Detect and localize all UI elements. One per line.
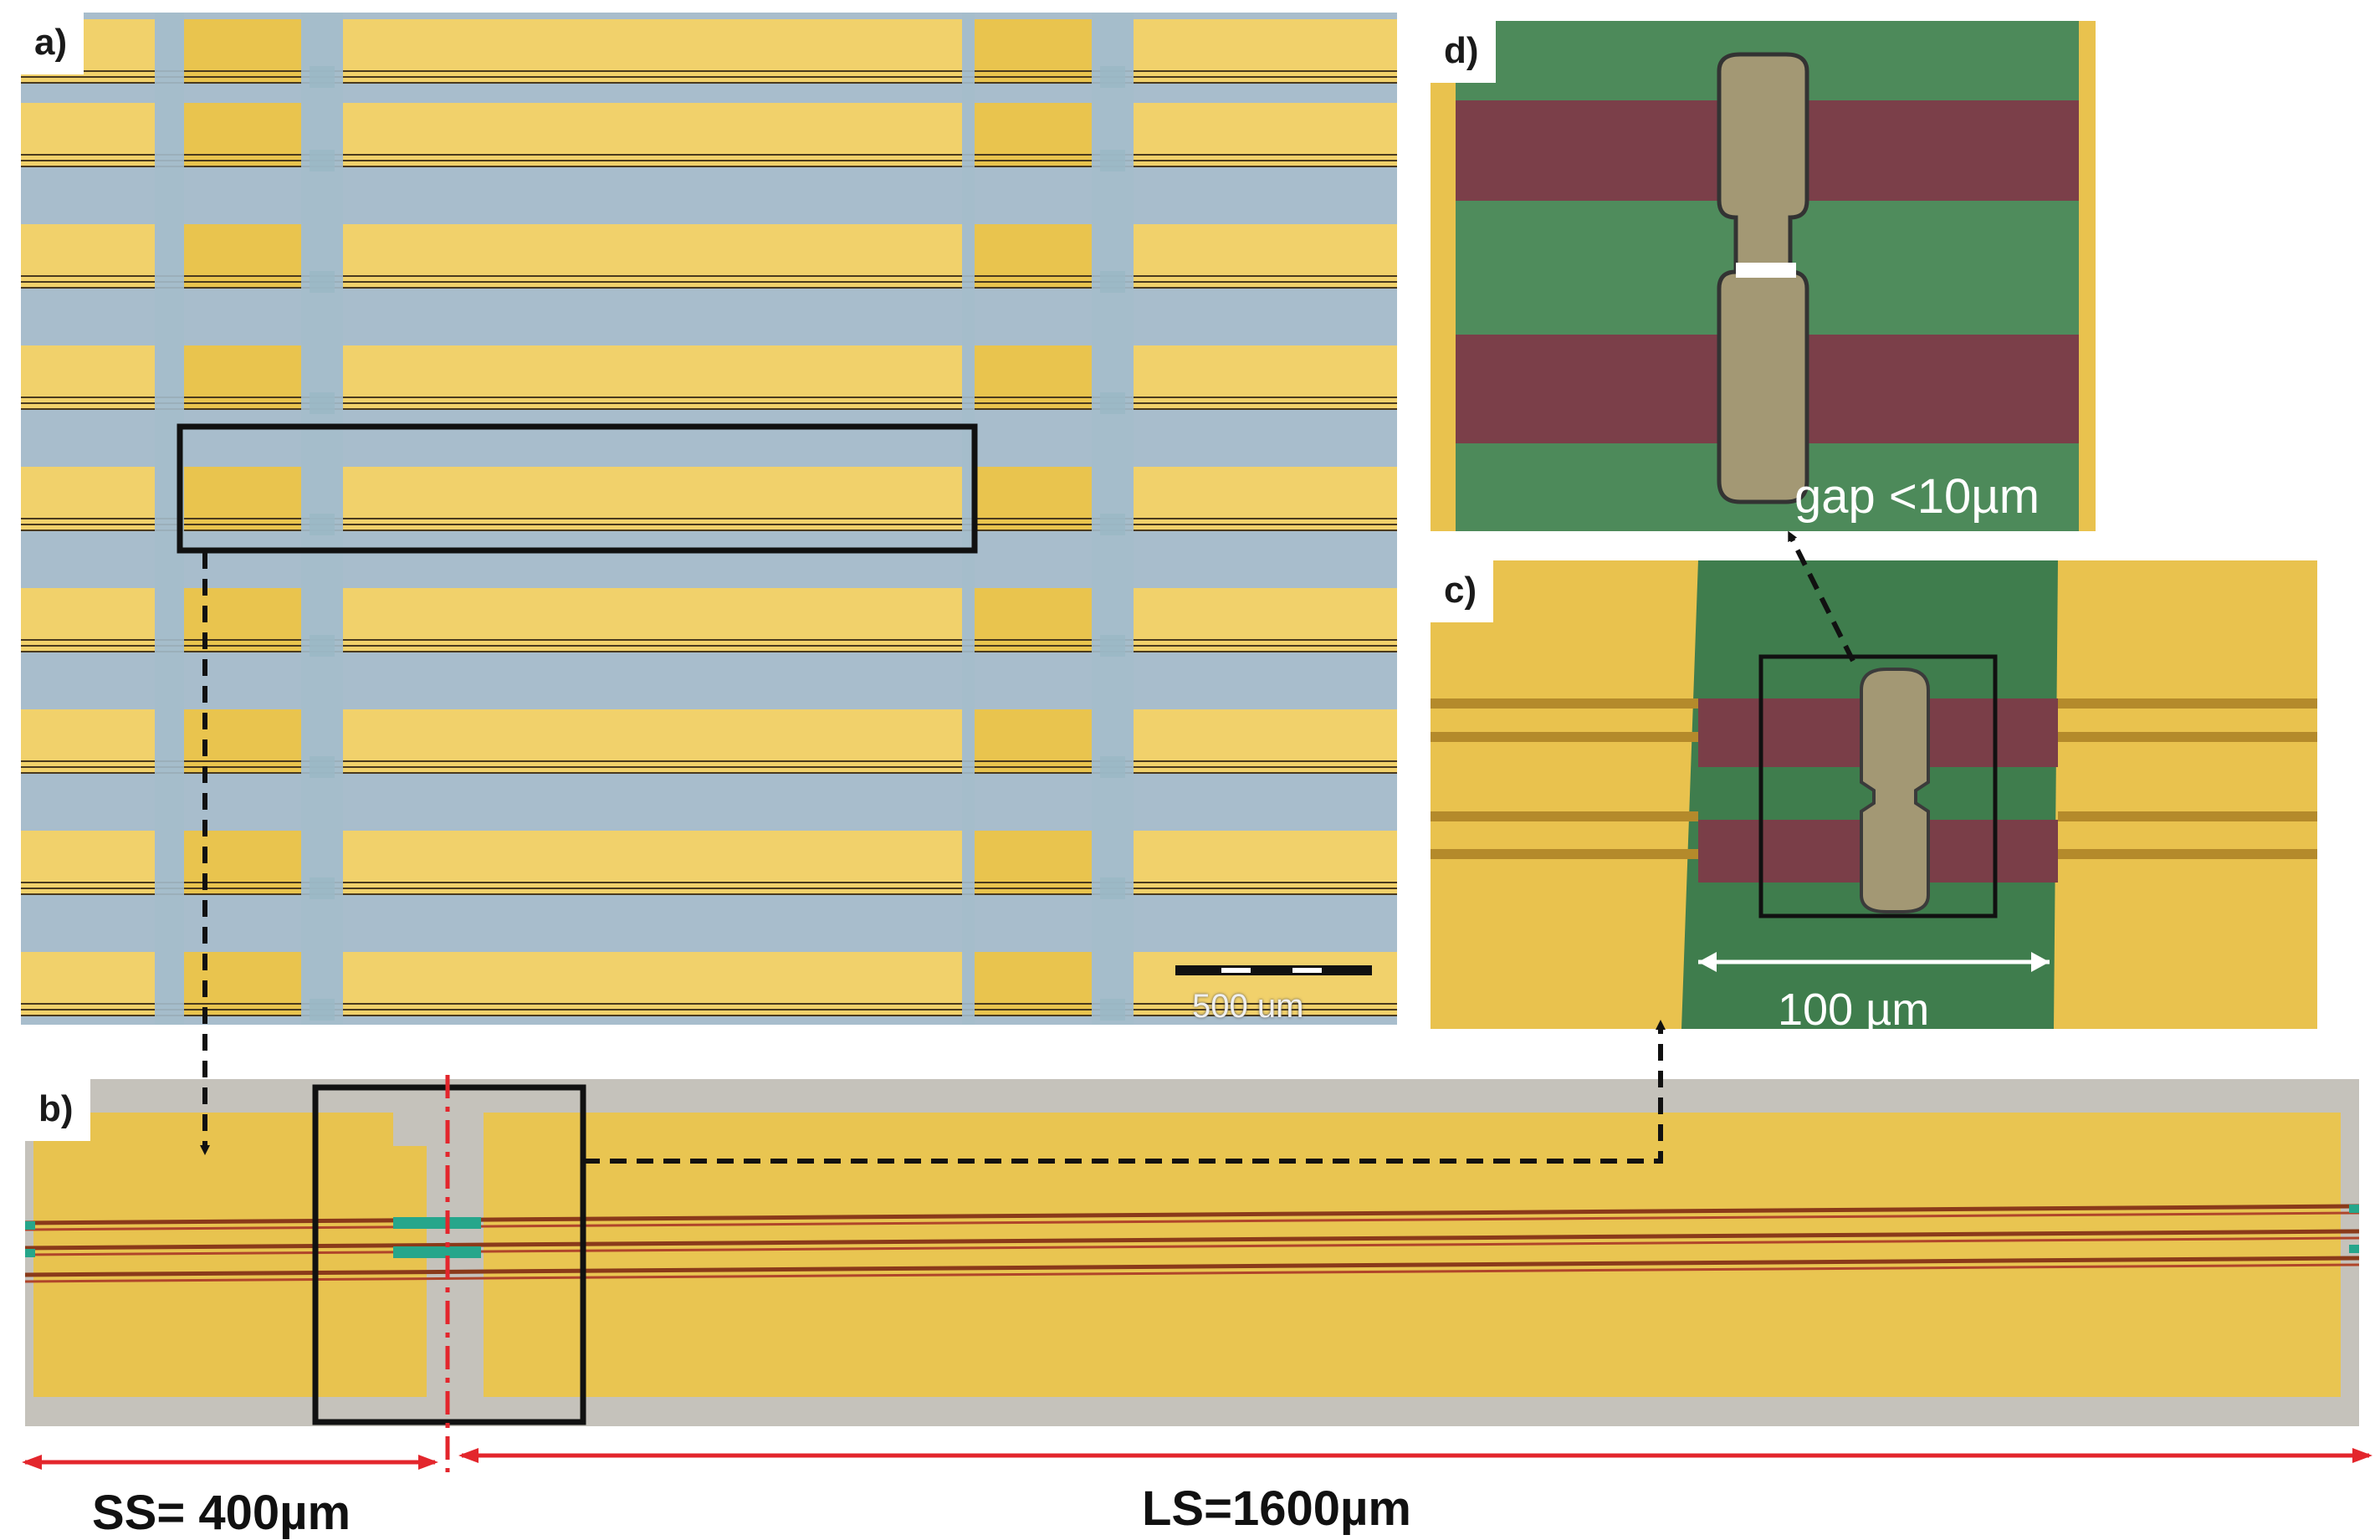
- panel-b-tag: b): [25, 1079, 90, 1141]
- array-micrograph: [21, 13, 1397, 1025]
- panel-b-device-strip: b): [25, 1079, 2359, 1426]
- panel-c-junction-zoom: c): [1431, 560, 2317, 1029]
- device-micrograph: [25, 1079, 2359, 1426]
- panel-c-tag: c): [1431, 560, 1494, 622]
- panel-a-tag: a): [21, 13, 84, 74]
- junction-micrograph: [1431, 560, 2317, 1029]
- ss-dimension-label: SS= 400µm: [92, 1486, 351, 1540]
- gap-micrograph: [1431, 21, 2096, 531]
- panel-a-array-overview: a): [21, 13, 1397, 1025]
- panel-d-gap-detail: d): [1431, 21, 2096, 531]
- electrode-grid: [21, 13, 1397, 1025]
- scale-bar-a-label: 500 um: [1192, 988, 1304, 1025]
- gap-label: gap <10µm: [1794, 469, 2040, 524]
- ls-dimension-label: LS=1600µm: [1142, 1481, 1412, 1536]
- panel-d-tag: d): [1431, 21, 1496, 83]
- scale-c-label: 100 µm: [1778, 985, 1930, 1035]
